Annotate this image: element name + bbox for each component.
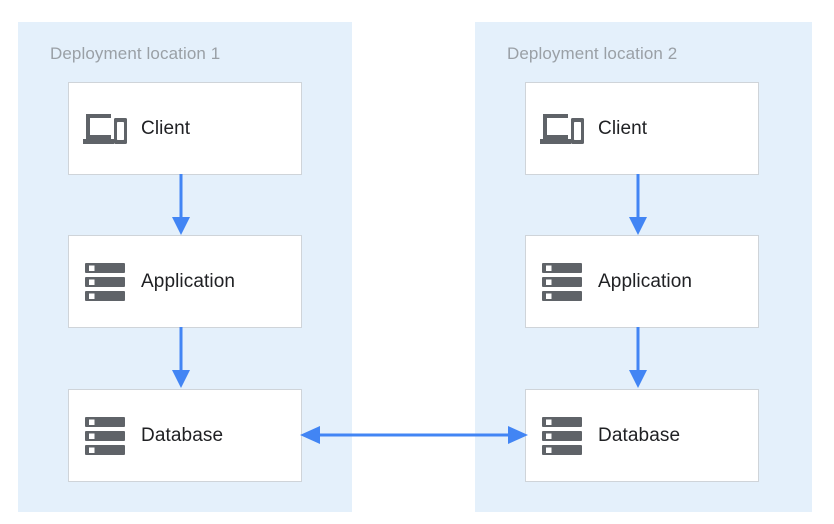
node-client-2-label: Client [598,117,648,139]
server-icon [69,236,141,327]
devices-icon [69,83,141,174]
connector-client-1-to-application-1 [169,174,193,241]
connector-database-1-to-database-2 [300,423,528,452]
node-database-1[interactable]: Database [68,389,302,482]
node-application-2[interactable]: Application [525,235,759,328]
node-application-1-label: Application [141,270,236,292]
zone-1-label: Deployment location 1 [50,44,221,63]
connector-application-1-to-database-1 [169,327,193,394]
node-database-2-label: Database [598,424,681,446]
server-icon [526,236,598,327]
node-client-2[interactable]: Client [525,82,759,175]
server-icon [69,390,141,481]
zone-2-label: Deployment location 2 [507,44,678,63]
connector-client-2-to-application-2 [626,174,650,241]
connector-application-2-to-database-2 [626,327,650,394]
node-client-1[interactable]: Client [68,82,302,175]
node-application-2-label: Application [598,270,693,292]
devices-icon [526,83,598,174]
server-icon [526,390,598,481]
node-database-1-label: Database [141,424,224,446]
node-application-1[interactable]: Application [68,235,302,328]
node-database-2[interactable]: Database [525,389,759,482]
node-client-1-label: Client [141,117,191,139]
